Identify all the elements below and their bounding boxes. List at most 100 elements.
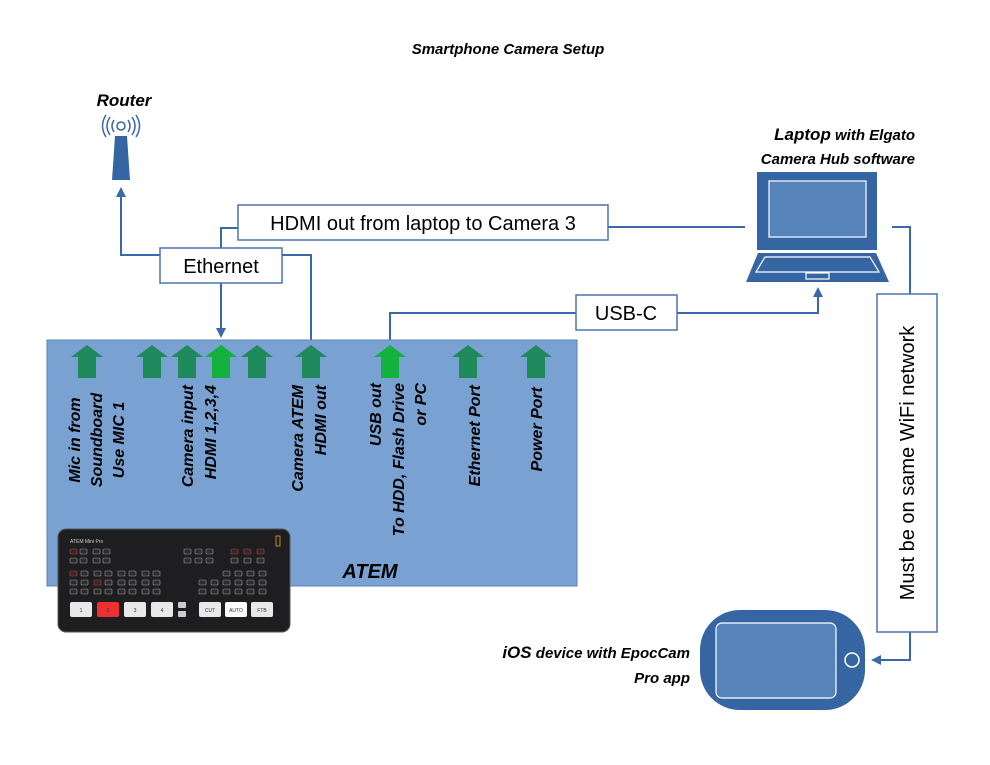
device-small-key — [69, 588, 78, 595]
device-small-buttons — [69, 535, 281, 595]
device-small-key — [178, 611, 186, 617]
device-small-key — [69, 548, 78, 555]
wire-usbc-to-laptop — [677, 287, 823, 314]
device-small-key — [256, 557, 265, 564]
device-button-label: AUTO — [229, 608, 243, 614]
device-small-key — [234, 588, 243, 595]
laptop-label: Laptop with Elgato — [774, 125, 915, 144]
port-arrow-icon — [71, 345, 103, 378]
port-label: Soundboard — [89, 392, 106, 487]
wire-ethernet-to-router — [116, 187, 160, 256]
device-small-key — [102, 557, 111, 564]
device-small-key — [183, 557, 192, 564]
device-small-key — [104, 570, 113, 577]
usbc-label: USB-C — [595, 303, 657, 325]
device-button-label: 1 — [80, 608, 83, 614]
device-small-key — [222, 579, 231, 586]
laptop-label-bold: Laptop — [774, 125, 831, 144]
device-small-key — [92, 557, 101, 564]
port-arrow-icon — [241, 345, 273, 378]
device-small-key — [128, 588, 137, 595]
device-button-label: 2 — [107, 608, 110, 614]
device-small-key — [243, 548, 252, 555]
hdmi-label: HDMI out from laptop to Camera 3 — [270, 213, 576, 235]
device-small-key — [152, 570, 161, 577]
router-antenna-icon — [101, 114, 141, 180]
port-arrow-icon — [295, 345, 327, 378]
wire-laptop-wifi — [892, 226, 911, 294]
atem-label: ATEM — [341, 561, 399, 583]
device-button-label: 3 — [134, 608, 137, 614]
port-label: Camera ATEM — [290, 384, 307, 491]
device-small-key — [102, 548, 111, 555]
device-small-key — [141, 570, 150, 577]
wire-hdmi-to-camera3 — [220, 227, 238, 248]
device-small-key — [210, 588, 219, 595]
device-small-key — [234, 579, 243, 586]
device-button-label: FTB — [257, 608, 267, 614]
wifi-connection-box: Must be on same WiFi network — [876, 293, 938, 633]
port-arrow-icon — [136, 345, 168, 378]
ios-label: iOS device with EpocCam — [502, 643, 690, 662]
device-small-key — [141, 579, 150, 586]
device-small-key — [79, 548, 88, 555]
device-small-key — [117, 579, 126, 586]
device-small-key — [258, 588, 267, 595]
router-label: Router — [97, 91, 153, 110]
port-arrow-icon — [205, 345, 237, 378]
port-label: Camera input — [180, 384, 197, 487]
laptop-label-rest: with Elgato — [831, 127, 915, 144]
wire-usb-out — [389, 312, 576, 346]
device-small-key — [128, 570, 137, 577]
blackmagic-logo-icon — [275, 535, 281, 547]
device-small-key — [117, 570, 126, 577]
device-small-key — [243, 557, 252, 564]
device-small-key — [93, 588, 102, 595]
device-button-label: 4 — [161, 608, 164, 614]
device-name: ATEM Mini Pro — [70, 539, 103, 545]
device-small-key — [234, 570, 243, 577]
device-small-key — [93, 579, 102, 586]
device-small-key — [258, 579, 267, 586]
device-small-key — [210, 579, 219, 586]
device-button-1 — [70, 602, 92, 617]
device-small-key — [194, 548, 203, 555]
device-small-key — [69, 579, 78, 586]
ios-label-rest: device with EpocCam — [532, 645, 690, 662]
port-label: Power Port — [529, 386, 546, 471]
device-small-key — [256, 548, 265, 555]
device-button-ftb — [251, 602, 273, 617]
device-small-key — [141, 588, 150, 595]
diagram-title: Smartphone Camera Setup — [412, 41, 605, 58]
device-small-key — [104, 579, 113, 586]
laptop-label-line2: Camera Hub software — [761, 151, 915, 168]
hdmi-connection-box: HDMI out from laptop to Camera 3 — [237, 204, 609, 241]
ethernet-connection-box: Ethernet — [159, 247, 283, 284]
device-small-key — [80, 588, 89, 595]
device-small-key — [93, 570, 102, 577]
port-label: or PC — [413, 383, 430, 426]
device-small-key — [222, 570, 231, 577]
device-small-key — [117, 588, 126, 595]
device-small-key — [246, 579, 255, 586]
device-small-key — [104, 588, 113, 595]
port-arrows — [71, 345, 552, 378]
device-small-key — [198, 588, 207, 595]
port-label: To HDD, Flash Drive — [391, 383, 408, 536]
port-label: HDMI out — [313, 384, 330, 455]
laptop-icon — [746, 172, 889, 282]
device-small-key — [80, 579, 89, 586]
device-small-key — [79, 557, 88, 564]
atem-mini-pro-device: ATEM Mini Pro 1 2 3 4 CUT AUTO FTB — [57, 528, 291, 633]
device-small-key — [69, 557, 78, 564]
device-button-4 — [151, 602, 173, 617]
device-button-cut — [199, 602, 221, 617]
wire-atem-hdmi-out — [282, 254, 312, 346]
port-label: USB out — [368, 382, 385, 446]
usbc-connection-box: USB-C — [575, 294, 678, 331]
device-small-key — [183, 548, 192, 555]
device-small-key — [128, 579, 137, 586]
wifi-label: Must be on same WiFi network — [897, 325, 919, 601]
